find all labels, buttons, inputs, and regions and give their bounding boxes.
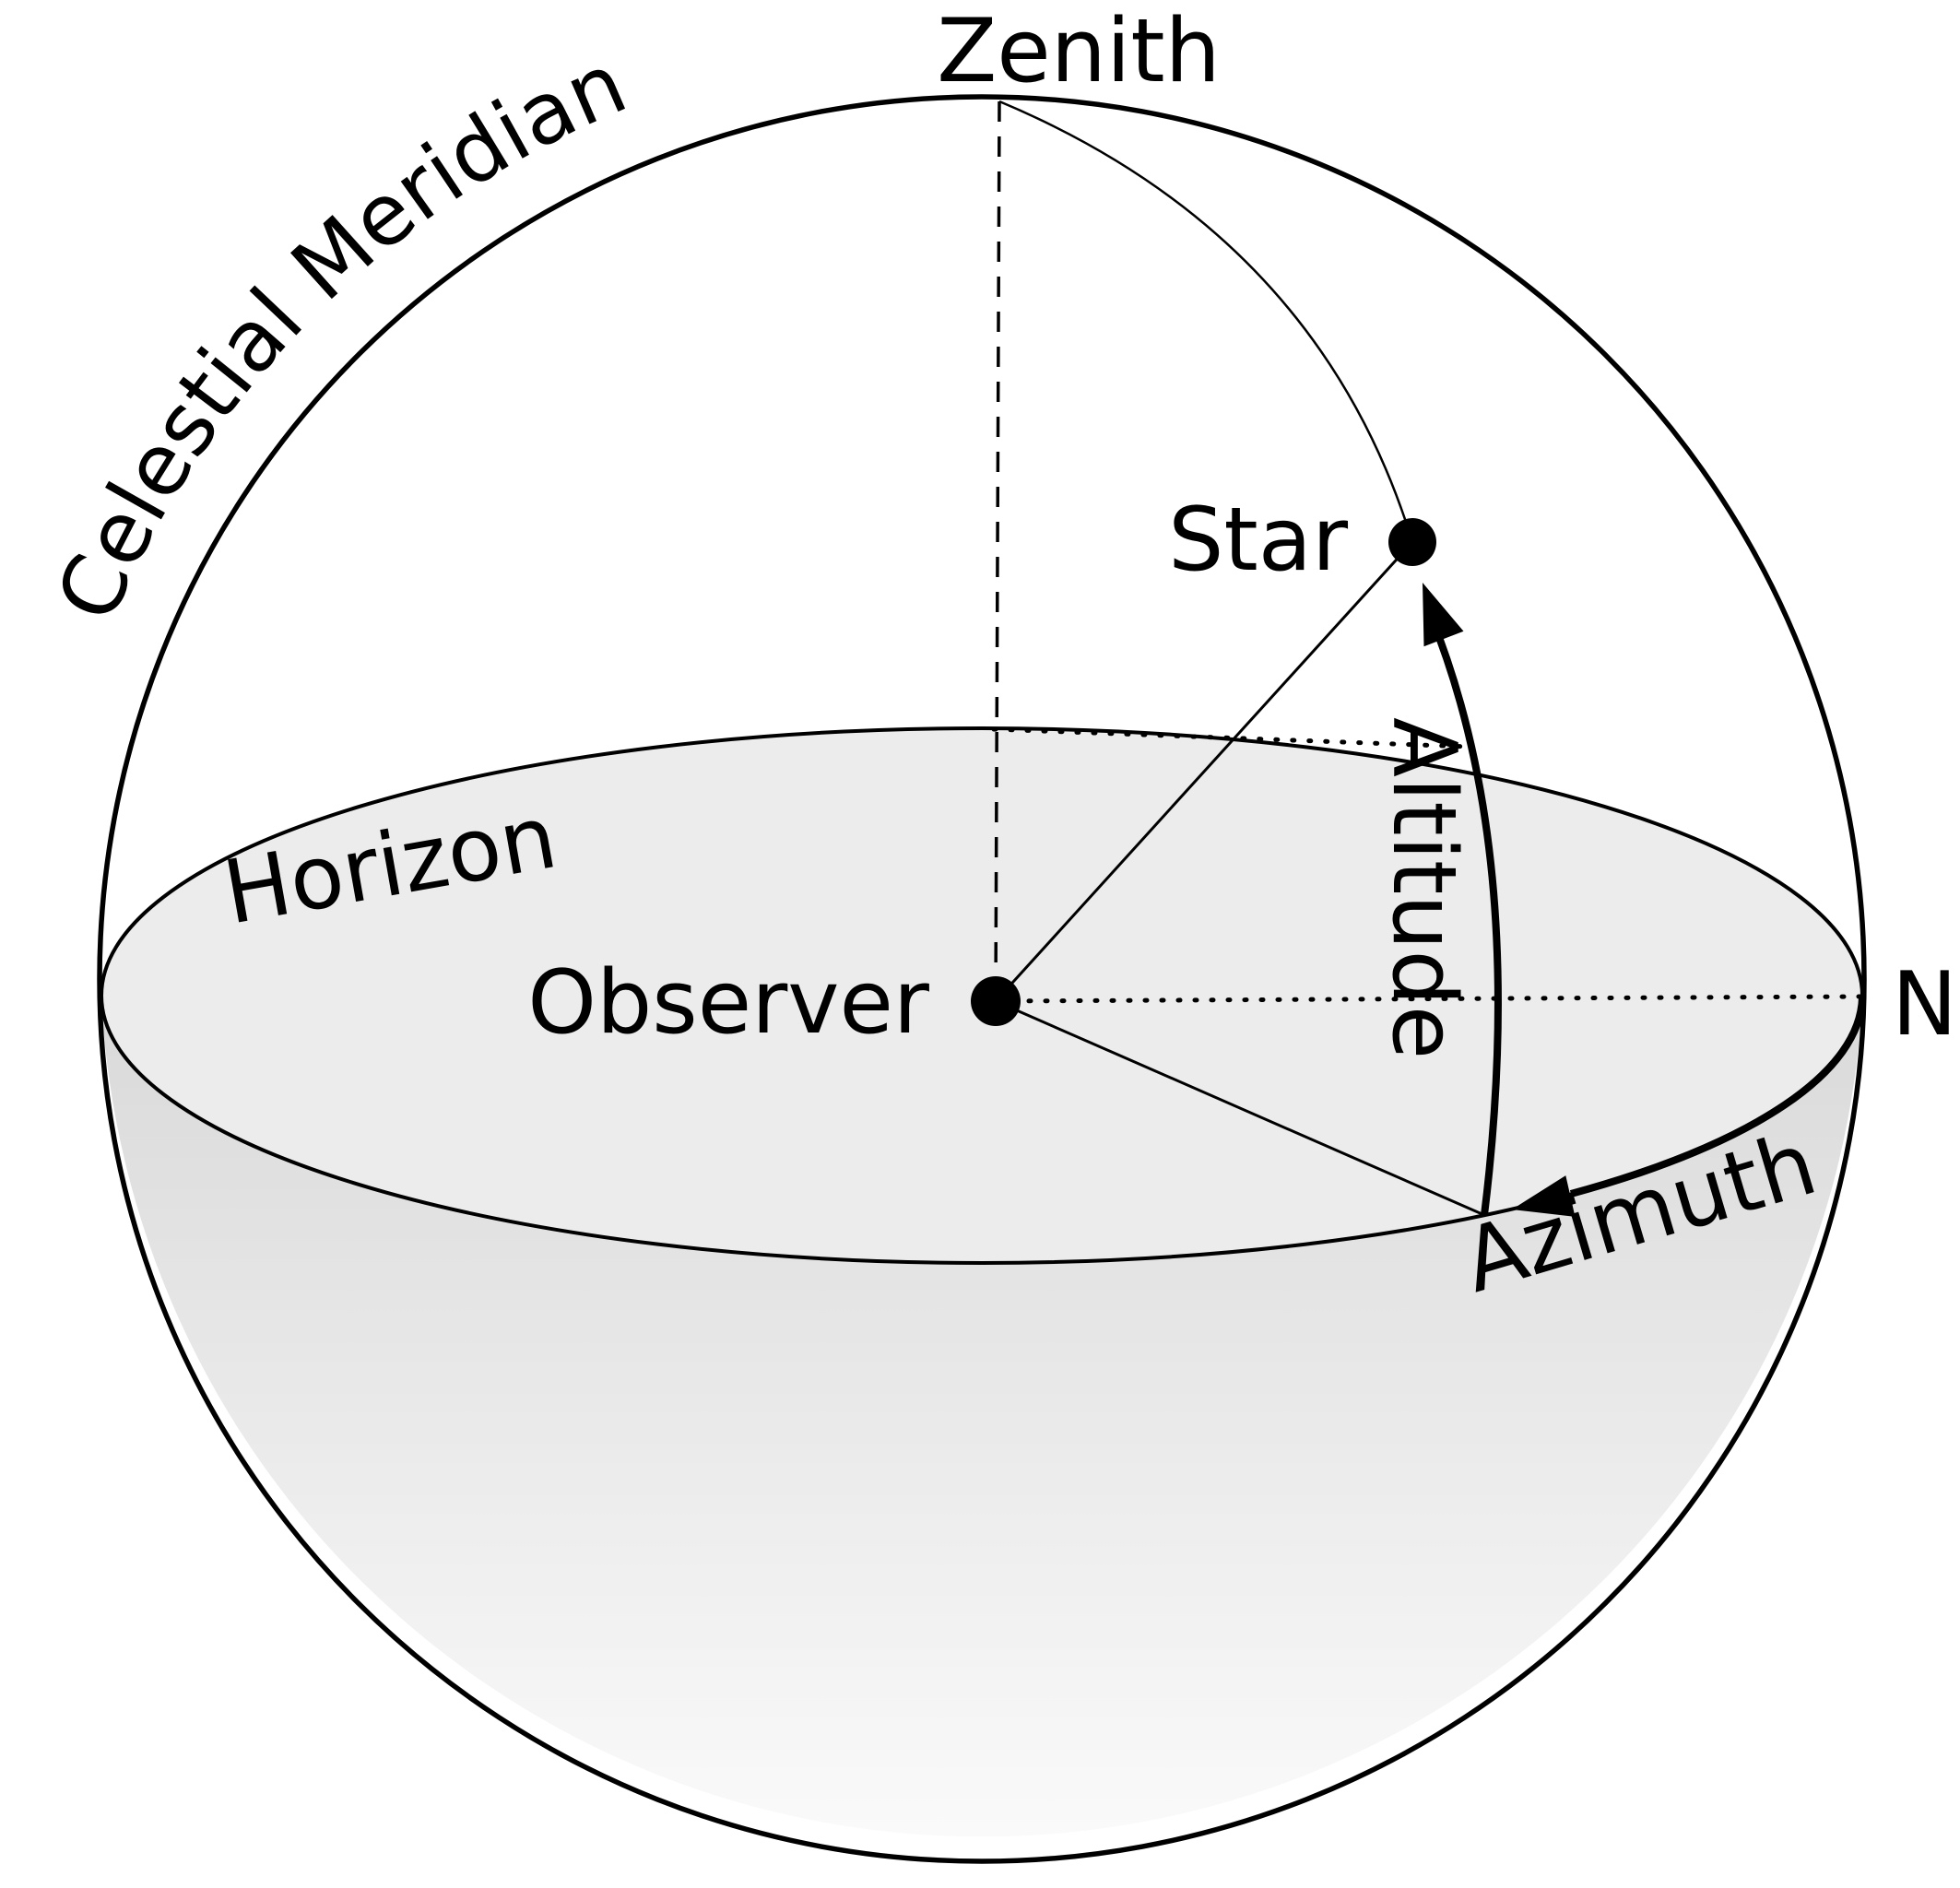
altitude-arc [1427,614,1502,1216]
azimuth-arrowhead-icon [1512,1175,1576,1217]
north-label: N [1892,954,1957,1056]
star-label: Star [1168,490,1349,591]
altitude-label: Altitude [1373,717,1474,1059]
observer-label: Observer [527,952,930,1054]
star-dot [1388,518,1436,566]
celestial-sphere-outline [97,94,1867,1864]
observer-to-horizon-foot-line [995,999,1485,1217]
observer-to-star-line [994,540,1414,1003]
azimuth-arc [1569,997,1866,1198]
altitude-arrowhead-icon [1423,583,1464,647]
lower-hemisphere-shading [101,996,1862,1837]
observer-to-north-dotted-line [993,994,1865,1004]
zenith-axis-dashed-line [994,100,1001,1002]
zenith-label: Zenith [937,1,1221,102]
observer-dot [971,976,1021,1026]
vertical-circle-zenith-to-star [998,100,1414,543]
